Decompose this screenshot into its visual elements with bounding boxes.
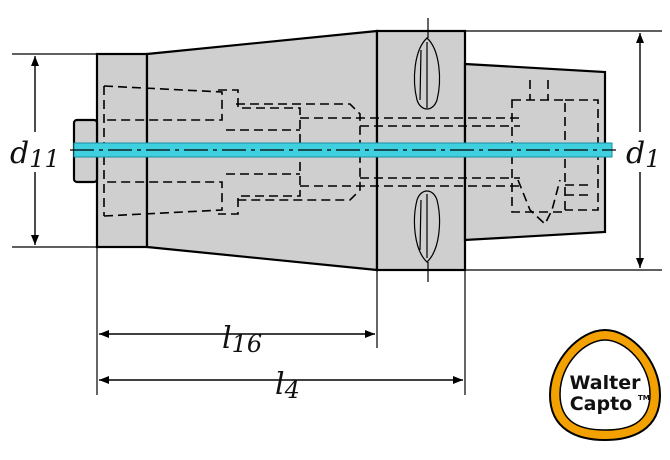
- coolant-channel: [70, 142, 616, 158]
- logo-text-walter: Walter: [570, 372, 642, 394]
- l16-label: l16: [222, 321, 262, 358]
- drive-slots: [413, 37, 441, 263]
- dimension-labels: d11 d1 l16 l4: [8, 132, 668, 404]
- walter-capto-logo: Walter Capto TM: [548, 328, 662, 442]
- d11-label: d11: [10, 136, 60, 173]
- l4-label: l4: [275, 367, 300, 404]
- d1-label: d1: [626, 136, 661, 173]
- lower-drive-slot: [413, 190, 441, 263]
- upper-drive-slot: [413, 37, 441, 110]
- logo-inner: [559, 339, 651, 431]
- logo-text-capto: Capto: [570, 393, 633, 415]
- logo-trademark: TM: [638, 394, 650, 402]
- hidden-internal-lines: [103, 80, 599, 226]
- extension-lines: [12, 18, 662, 395]
